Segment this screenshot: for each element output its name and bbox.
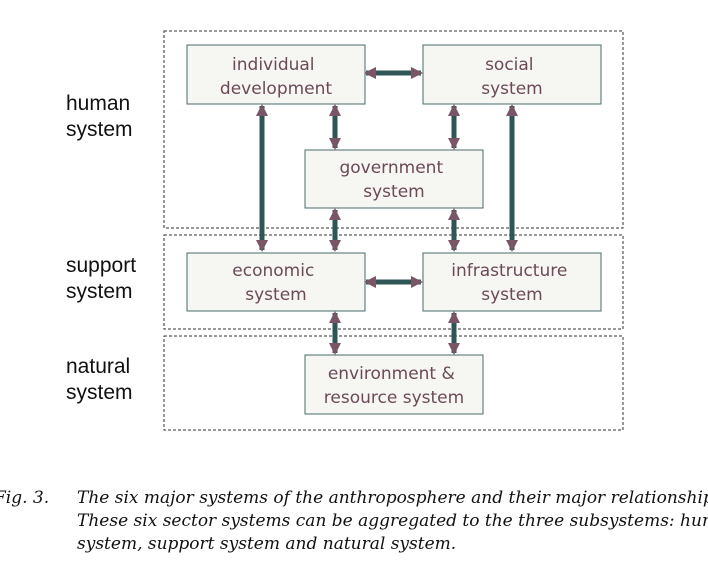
caption-line: These six sector systems can be aggregat…: [77, 511, 708, 531]
svg-text:government system: government system: [339, 158, 448, 202]
figure-caption: The six major systems of the anthroposph…: [77, 487, 708, 556]
caption-line: system, support system and natural syste…: [77, 534, 457, 554]
government-system-box: government system: [304, 149, 484, 209]
infrastructure-system-box: infrastructure system: [422, 252, 602, 312]
social-system-box: social system: [422, 44, 602, 105]
svg-text:infrastructure system: infrastructure system: [451, 261, 572, 305]
figure-label: Fig. 3.: [0, 488, 50, 508]
human-system-label: human system: [66, 92, 136, 141]
anthroposphere-diagram: human system support system natural syst…: [66, 30, 624, 431]
svg-text:environment & resource s: environment & resource system: [324, 364, 464, 408]
caption-line: The six major systems of the anthroposph…: [77, 488, 708, 508]
support-system-label: support system: [66, 254, 142, 303]
natural-system-label: natural system: [66, 355, 136, 404]
individual-development-box: individual development: [186, 44, 366, 105]
svg-text:social system: social system: [481, 55, 542, 99]
environment-resource-system-box: environment & resource system: [304, 354, 484, 415]
human-system-region: [163, 30, 624, 229]
economic-system-box: economic system: [186, 252, 366, 312]
svg-text:economic system: economic system: [232, 261, 319, 305]
svg-text:individual development: individual development: [220, 55, 332, 99]
support-system-region: [163, 234, 624, 330]
natural-system-region: [163, 335, 624, 431]
